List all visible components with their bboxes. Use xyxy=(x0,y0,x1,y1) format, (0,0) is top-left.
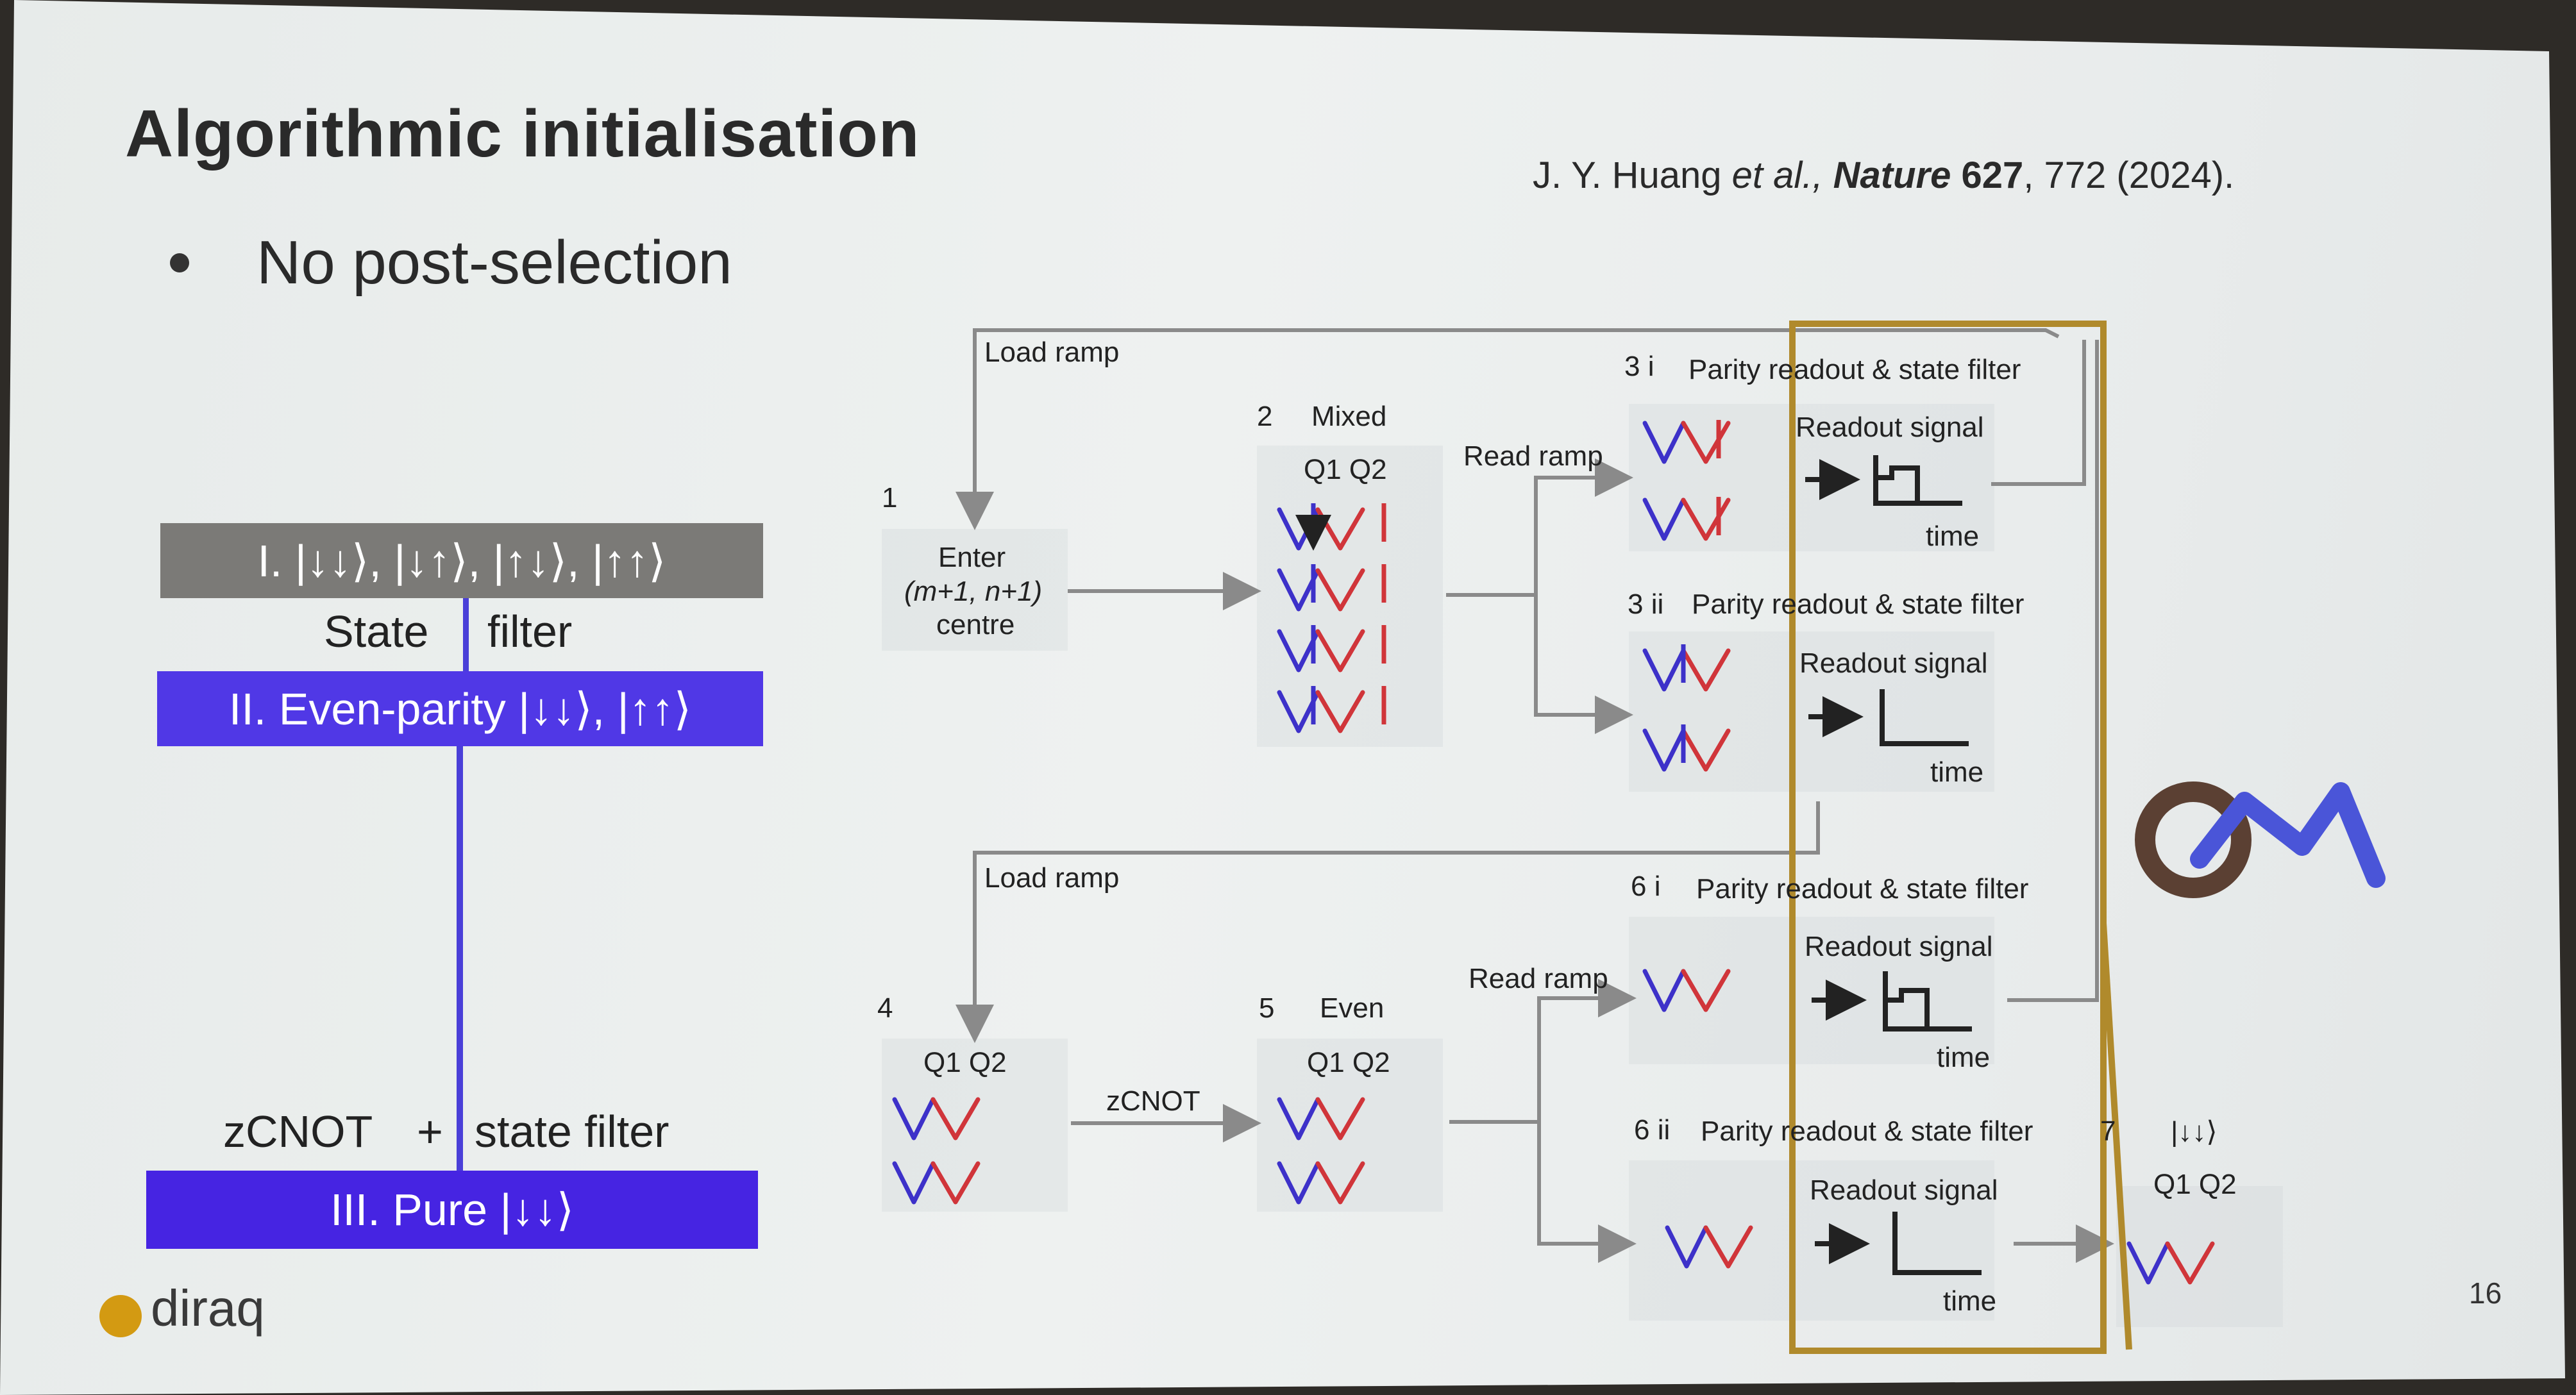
step6ii-label: 6 ii xyxy=(1634,1114,1671,1146)
load-ramp-line-top xyxy=(955,328,2060,530)
label-zcnot: zCNOT xyxy=(223,1107,373,1157)
parity-6ii-label: Parity readout & state filter xyxy=(1701,1115,2033,1147)
readout-3i-label: Readout signal xyxy=(1796,412,1984,443)
panel-4 xyxy=(882,1039,1068,1212)
readout-3ii-label: Readout signal xyxy=(1799,647,1988,679)
time-6i-label: time xyxy=(1937,1042,1991,1073)
3i-feedback-line xyxy=(1991,340,2086,486)
panel-7 xyxy=(2116,1186,2283,1327)
6i-feedback-line xyxy=(2007,340,2099,1002)
page-number: 16 xyxy=(2469,1276,2502,1310)
read-ramp-branch-bottom xyxy=(1449,979,1637,1124)
highlight-frame-extension xyxy=(2100,923,2132,1350)
panel-enter xyxy=(882,529,1068,651)
citation: J. Y. Huang et al., Nature 627, 772 (202… xyxy=(1533,154,2234,197)
step6i-label: 6 i xyxy=(1631,871,1661,902)
step7-q1q2: Q1 Q2 xyxy=(2153,1169,2237,1200)
load-ramp-bottom-label: Load ramp xyxy=(984,862,1120,894)
time-6ii-label: time xyxy=(1943,1285,1997,1317)
citation-etal: et al., xyxy=(1731,155,1823,196)
stage-box-even-parity: II. Even-parity |↓↓⟩, |↑↑⟩ xyxy=(157,671,763,746)
mixed-wells xyxy=(1279,503,1386,731)
stage-box-pure: III. Pure |↓↓⟩ xyxy=(146,1171,758,1249)
load-ramp-top-label: Load ramp xyxy=(984,337,1120,368)
stage-box-all-states: I. |↓↓⟩, |↓↑⟩, |↑↓⟩, |↑↑⟩ xyxy=(160,523,763,598)
citation-rest: , 772 (2024). xyxy=(2023,155,2235,196)
load-ramp-line-bottom xyxy=(955,801,1820,1043)
read-ramp-branch-top-2 xyxy=(1534,595,1633,734)
read-ramp-branch-bottom-2 xyxy=(1537,1122,1637,1263)
3i-wells xyxy=(1645,420,1728,539)
read-ramp-top-label: Read ramp xyxy=(1463,440,1603,472)
slide-title: Algorithmic initialisation xyxy=(125,97,920,171)
final-state-label: |↓↓⟩ xyxy=(2171,1116,2218,1148)
readout-signal-6ii xyxy=(1815,1212,1982,1275)
step7-label: 7 xyxy=(2100,1115,2116,1147)
enter-line1: Enter xyxy=(938,542,1006,573)
parity-3ii-label: Parity readout & state filter xyxy=(1692,589,2025,620)
parity-6i-label: Parity readout & state filter xyxy=(1696,873,2029,905)
step1-label: 1 xyxy=(882,482,898,514)
mixed-q1q2: Q1 Q2 xyxy=(1304,454,1387,485)
3ii-wells xyxy=(1645,644,1728,769)
panel-6ii xyxy=(1629,1160,1994,1321)
step4-wells xyxy=(895,1099,978,1202)
readout-6ii-label: Readout signal xyxy=(1810,1174,1998,1206)
bullet-text: No post-selection xyxy=(257,228,732,297)
label-filter: filter xyxy=(487,606,573,656)
step5-wells xyxy=(1279,1099,1363,1202)
step7-wells xyxy=(2129,1244,2212,1282)
step3ii-label: 3 ii xyxy=(1628,589,1664,620)
label-state-filter: state filter xyxy=(475,1107,669,1157)
enter-line2: (m+1, n+1) xyxy=(904,576,1043,607)
diraq-logo-text: diraq xyxy=(151,1280,265,1337)
bullet-dot xyxy=(170,253,189,272)
mixed-label: Mixed xyxy=(1311,401,1387,432)
panel-6i xyxy=(1629,917,1994,1064)
step5-q1q2: Q1 Q2 xyxy=(1307,1047,1390,1078)
readout-signal-3i xyxy=(1805,455,1962,506)
label-state: State xyxy=(324,606,429,656)
time-3i-label: time xyxy=(1926,521,1980,552)
step5-label: 5 xyxy=(1259,992,1275,1024)
6i-wells xyxy=(1645,971,1728,1010)
6ii-wells xyxy=(1667,1228,1751,1266)
citation-volume: 627 xyxy=(1961,155,2024,196)
readout-signal-6i xyxy=(1812,971,1972,1032)
zcnot-label: zCNOT xyxy=(1106,1085,1200,1117)
diraq-logo-icon xyxy=(99,1295,142,1337)
read-ramp-bottom-label: Read ramp xyxy=(1469,963,1608,994)
label-plus: + xyxy=(417,1107,443,1157)
even-label: Even xyxy=(1320,992,1385,1024)
state-filter-arrow xyxy=(463,598,469,671)
time-3ii-label: time xyxy=(1930,756,1984,788)
step2-label: 2 xyxy=(1257,401,1273,432)
citation-journal: Nature xyxy=(1833,155,1951,196)
zcnot-arrow xyxy=(457,746,463,1171)
step4-label: 4 xyxy=(877,992,893,1024)
highlight-frame xyxy=(1789,321,2107,1354)
step4-q1q2: Q1 Q2 xyxy=(923,1047,1007,1078)
step3i-label: 3 i xyxy=(1624,351,1654,382)
readout-signal-3ii xyxy=(1808,689,1969,746)
citation-authors: J. Y. Huang xyxy=(1533,155,1722,196)
read-ramp-branch-top xyxy=(1446,458,1633,597)
readout-6i-label: Readout signal xyxy=(1805,931,1993,962)
enter-line3: centre xyxy=(936,609,1015,640)
parity-3i-label: Parity readout & state filter xyxy=(1688,354,2021,385)
qm-logo-icon xyxy=(2135,781,2386,898)
